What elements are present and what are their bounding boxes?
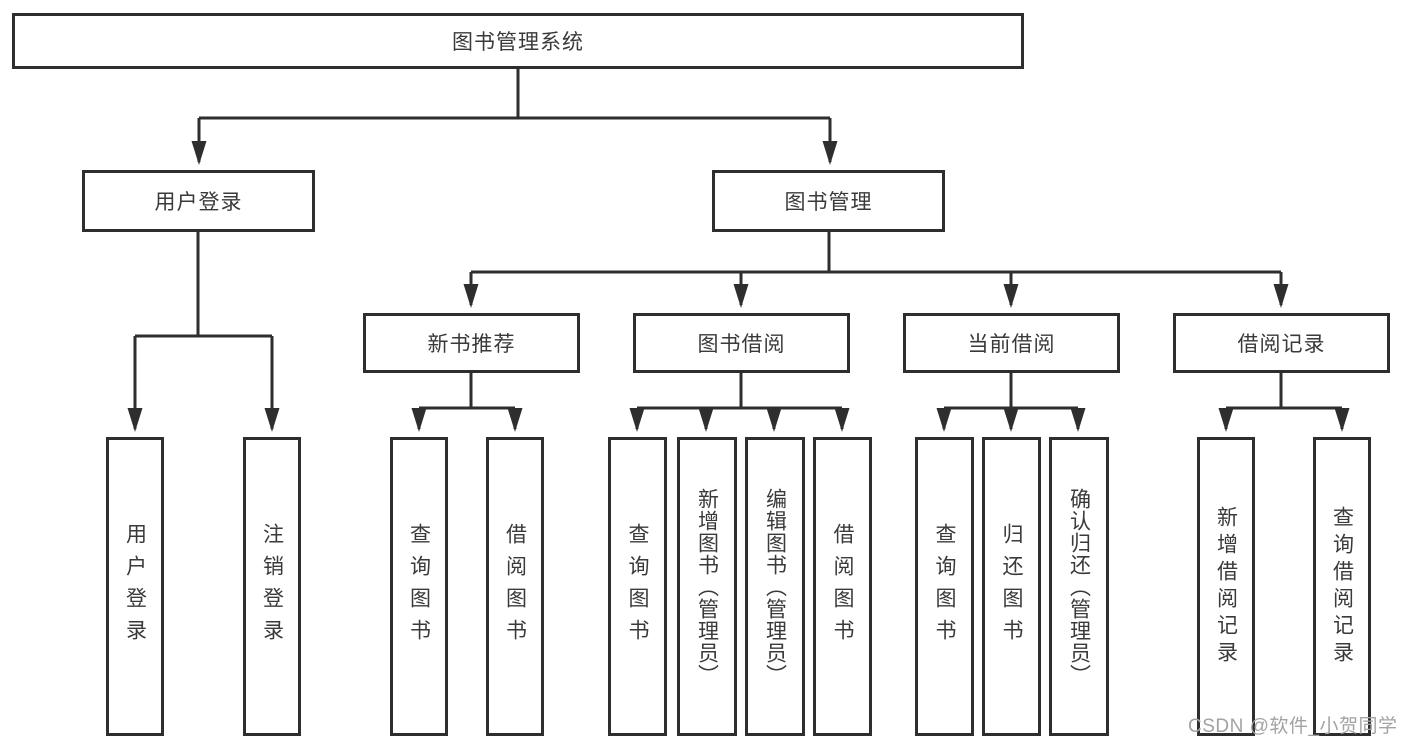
leaf-add-borrow-record: 新增借阅记录 — [1197, 437, 1255, 736]
csdn-watermark: CSDN @软件_小贺同学 — [1188, 716, 1398, 737]
leaf-query-books-current: 查询图书 — [915, 437, 974, 736]
leaf-user-login: 用户登录 — [106, 437, 164, 736]
leaf-borrow-books: 借阅图书 — [813, 437, 872, 736]
leaf-query-borrow-record: 查询借阅记录 — [1313, 437, 1371, 736]
leaf-borrow-books-recommend: 借阅图书 — [486, 437, 544, 736]
node-user-login: 用户登录 — [82, 170, 315, 232]
node-new-book-recommend: 新书推荐 — [363, 313, 580, 373]
leaf-return-books: 归还图书 — [982, 437, 1041, 736]
node-library-management-system: 图书管理系统 — [12, 13, 1024, 69]
leaf-edit-books-admin: 编辑图书（管理员） — [745, 437, 805, 736]
node-book-borrowing: 图书借阅 — [633, 313, 850, 373]
node-current-borrowing: 当前借阅 — [903, 313, 1120, 373]
leaf-logout-login: 注销登录 — [243, 437, 301, 736]
leaf-query-books-recommend: 查询图书 — [390, 437, 448, 736]
node-borrowing-records: 借阅记录 — [1173, 313, 1390, 373]
node-book-management: 图书管理 — [712, 170, 945, 232]
leaf-add-books-admin: 新增图书（管理员） — [677, 437, 737, 736]
leaf-confirm-return-admin: 确认归还（管理员） — [1049, 437, 1109, 736]
leaf-query-books-borrowing: 查询图书 — [608, 437, 667, 736]
